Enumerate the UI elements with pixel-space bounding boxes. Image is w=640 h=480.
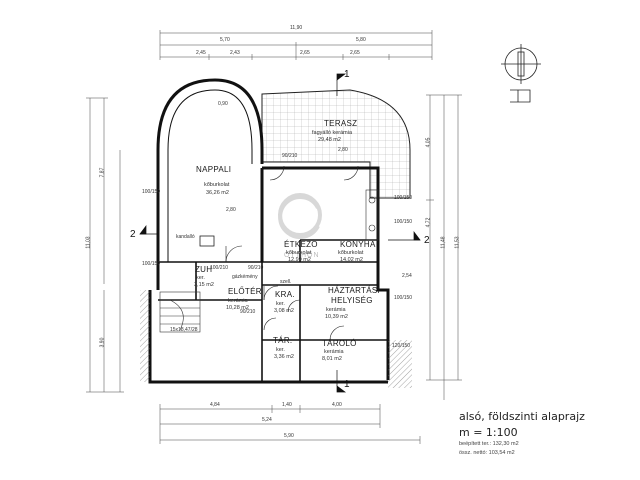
net-area: össz. nettó: 103,54 m2 — [459, 450, 515, 456]
staircase — [159, 291, 201, 333]
dim-right-c: 11,48 — [440, 236, 447, 249]
dim-left-total: 11,03 — [85, 236, 92, 249]
room-haztartasi-floor: kerámia — [326, 307, 346, 313]
room-tar-area: 3,36 m2 — [274, 354, 294, 360]
top-dimension-lines — [159, 30, 433, 60]
fireplace-icon — [199, 235, 215, 247]
room-zuh-area: 3,15 m2 — [194, 282, 214, 288]
dim-left-a: 7,87 — [99, 167, 106, 178]
note-szell: szell. — [280, 279, 292, 285]
room-eloter-floor: kerámia — [228, 298, 248, 304]
room-etkezo-area: 12,99 m2 — [288, 257, 311, 263]
dim-top-c6: 2,65 — [350, 50, 360, 56]
dim-top-c0: 2,45 — [196, 50, 206, 56]
dim-top-total: 11,90 — [290, 25, 303, 31]
room-tarolo-name: TÁROLÓ — [322, 339, 357, 348]
door-label-4: 90/210 — [282, 153, 298, 159]
dim-misc-r: 0,90 — [218, 101, 228, 107]
room-eloter-name: ELŐTÉR — [228, 287, 262, 296]
room-kra-area: 3,08 m2 — [274, 308, 294, 314]
door-label-7: 100/150 — [394, 295, 413, 301]
room-nappali-area: 36,26 m2 — [206, 190, 229, 196]
room-kra-name: KRA. — [275, 290, 295, 299]
dim-top-a: 5,70 — [220, 37, 230, 43]
note-kandallo: kandalló — [176, 234, 195, 240]
dim-bottom-a4: 4,00 — [332, 402, 342, 408]
north-arrow-icon — [501, 44, 541, 103]
room-zuh-floor: ker. — [196, 275, 205, 281]
retaining-wall-hatch-right — [388, 340, 412, 388]
dim-bottom-b: 5,24 — [262, 417, 272, 423]
section-2-right: 2 — [424, 235, 430, 246]
room-konyha-name: KONYHA — [340, 240, 376, 249]
dim-right-b: 4,72 — [425, 217, 432, 228]
section-1-top: 1 — [344, 69, 350, 80]
dim-bottom-c: 5,90 — [284, 433, 294, 439]
door-label-2: 100/210 — [210, 265, 229, 271]
dim-bottom-a2: 1,40 — [282, 402, 292, 408]
note-stair: 15x18,47/28 — [170, 327, 198, 333]
door-label-6: 100/150 — [394, 219, 413, 225]
door-label-5: 100/150 — [394, 195, 413, 201]
room-kra-floor: ker. — [276, 301, 285, 307]
room-terasz-floor: fagyálló kerámia — [312, 130, 353, 136]
section-1-bottom: 1 — [344, 379, 350, 390]
dim-height-terasz: 2,80 — [338, 147, 348, 153]
room-konyha-floor: kőburkolat — [338, 250, 364, 256]
dim-left-b: 3,90 — [99, 337, 106, 348]
room-tar-name: TÁR. — [273, 336, 293, 345]
right-dimension-lines — [426, 94, 462, 400]
bottom-dimension-lines — [159, 404, 421, 444]
dim-bottom-a0: 4,84 — [210, 402, 220, 408]
room-tar-floor: ker. — [276, 347, 285, 353]
room-etkezo-name: ÉTKEZŐ — [284, 240, 318, 249]
gross-area: beépített ter.: 132,30 m2 — [459, 441, 519, 447]
dim-height-294: 2,54 — [402, 273, 412, 279]
note-gazkemeny: gázkémény — [232, 274, 258, 280]
room-eloter-area: 10,28 m2 — [226, 305, 249, 311]
dim-right-a: 4,05 — [425, 137, 432, 148]
section-2-left: 2 — [130, 229, 136, 240]
room-zuh-name: ZUH — [195, 265, 213, 274]
watermark-text: OTTHON — [284, 252, 320, 259]
room-terasz-area: 29,48 m2 — [318, 137, 341, 143]
dim-top-c4: 2,65 — [300, 50, 310, 56]
room-tarolo-area: 8,01 m2 — [322, 356, 342, 362]
door-label-3: 90/210 — [248, 265, 264, 271]
room-haztartasi-name: HÁZTARTÁSI — [328, 286, 381, 295]
watermark-logo-icon — [278, 193, 322, 239]
plan-title: alsó, földszinti alaprajz — [459, 410, 585, 423]
room-tarolo-floor: kerámia — [324, 349, 344, 355]
retaining-wall-hatch — [140, 290, 150, 382]
plan-scale: m = 1:100 — [459, 426, 518, 439]
door-label-8: 90/210 — [240, 309, 256, 315]
room-haztartasi-area: 10,39 m2 — [325, 314, 348, 320]
room-nappali-name: NAPPALI — [196, 165, 232, 174]
room-etkezo-floor: kőburkolat — [286, 250, 312, 256]
door-swings — [225, 165, 359, 341]
section-markers — [139, 73, 421, 393]
room-haztartasi-name2: HELYISÉG — [331, 296, 373, 305]
room-konyha-area: 14,02 m2 — [340, 257, 363, 263]
room-nappali-floor: kőburkolat — [204, 182, 230, 188]
kitchen-counter — [365, 189, 379, 241]
left-dimension-lines — [86, 97, 124, 393]
dim-top-b: 5,80 — [356, 37, 366, 43]
room-terasz-name: TERASZ — [324, 119, 358, 128]
dim-height-nappali: 2,80 — [226, 207, 236, 213]
door-label-9: 120/150 — [392, 343, 411, 349]
terrace — [261, 89, 411, 199]
dim-right-d: 11,53 — [454, 236, 461, 249]
dim-top-c2: 2,43 — [230, 50, 240, 56]
door-label-0: 100/150 — [142, 189, 161, 195]
door-label-1: 100/150 — [142, 261, 161, 267]
